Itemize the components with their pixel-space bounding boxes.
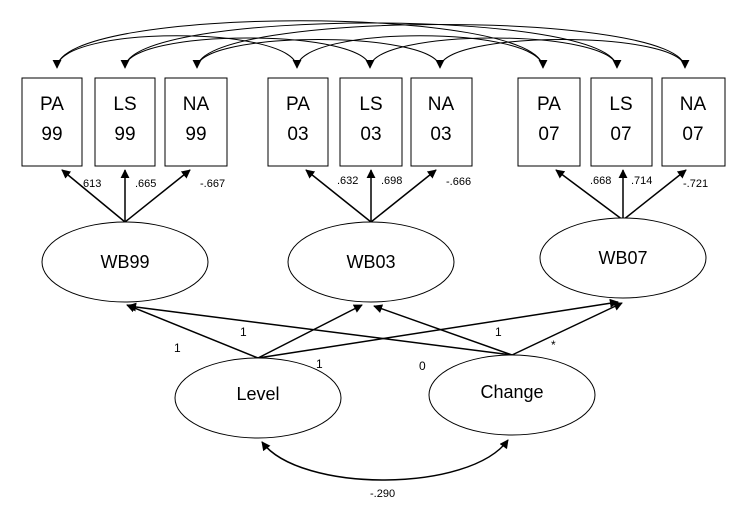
label-change-wb99: 0 xyxy=(419,359,426,373)
loading-arrow-na07 xyxy=(622,169,687,221)
loading-pa07: .668 xyxy=(590,175,611,187)
wb07-label: WB07 xyxy=(598,248,647,268)
loading-na03: -.666 xyxy=(446,176,471,188)
level-ellipse xyxy=(174,357,342,439)
na03-line2: 03 xyxy=(430,124,451,145)
loading-arrow-pa03 xyxy=(305,169,372,223)
box-na03 xyxy=(410,77,473,167)
arc-ls99-ls07 xyxy=(124,22,618,69)
pa03-line2: 03 xyxy=(287,124,308,145)
change-label: Change xyxy=(480,382,543,402)
ls07-line1: LS xyxy=(609,94,632,115)
covariance-label: -.290 xyxy=(370,488,395,500)
arc-ls99-ls03 xyxy=(120,37,375,69)
path-level-wb07 xyxy=(257,298,619,359)
arc-pa99-pa03 xyxy=(52,35,302,69)
label-level-wb07: 1 xyxy=(495,325,502,339)
loading-ls03: .698 xyxy=(381,175,402,187)
residual-covariance-arcs xyxy=(52,20,690,69)
loading-pa03: .632 xyxy=(337,175,358,187)
pa03-line1: PA xyxy=(286,94,310,115)
arc-na99-na07 xyxy=(196,24,686,69)
wb99-ellipse xyxy=(41,221,209,303)
label-change-wb07: * xyxy=(551,338,556,352)
growth-paths xyxy=(126,298,623,359)
na03-line1: NA xyxy=(428,94,455,115)
loading-arrow-na99 xyxy=(124,169,191,223)
loading-arrow-na03 xyxy=(370,169,437,223)
loading-na99: -.667 xyxy=(200,178,225,190)
box-ls07 xyxy=(590,77,653,167)
pa07-line2: 07 xyxy=(538,124,559,145)
na07-line2: 07 xyxy=(682,124,703,145)
pa07-line1: PA xyxy=(537,94,561,115)
loading-ls07: .714 xyxy=(631,175,652,187)
growth-path-labels: 1 0 1 1 1 * xyxy=(174,325,556,373)
na99-line1: NA xyxy=(183,94,210,115)
loading-arrows xyxy=(61,169,687,223)
loading-arrow-pa07 xyxy=(555,169,624,221)
ls03-line2: 03 xyxy=(360,124,381,145)
observed-boxes xyxy=(21,77,726,167)
wb03-label: WB03 xyxy=(346,252,395,272)
ls99-line1: LS xyxy=(113,94,136,115)
ls03-line1: LS xyxy=(359,94,382,115)
observed-labels: PA 99 LS 99 NA 99 PA 03 LS 03 NA 03 PA 0… xyxy=(40,94,706,145)
ls99-line2: 99 xyxy=(114,124,135,145)
arc-na03-na07 xyxy=(439,39,690,69)
growth-factors xyxy=(174,354,596,439)
path-change-wb99 xyxy=(127,302,513,356)
loading-pa99: .613 xyxy=(80,178,101,190)
arc-ls03-ls07 xyxy=(369,37,622,69)
label-change-wb03: 1 xyxy=(316,357,323,371)
covariance-level-change xyxy=(261,439,509,481)
box-pa03 xyxy=(267,77,329,167)
loading-arrow-pa99 xyxy=(61,169,126,223)
box-ls99 xyxy=(94,77,156,167)
box-na99 xyxy=(164,77,228,167)
label-level-wb03: 1 xyxy=(240,325,247,339)
na99-line2: 99 xyxy=(185,124,206,145)
box-pa07 xyxy=(517,77,581,167)
label-level-wb99: 1 xyxy=(174,341,181,355)
box-pa99 xyxy=(21,77,83,167)
arc-pa03-pa07 xyxy=(296,35,548,69)
arc-pa99-pa07 xyxy=(56,20,544,69)
box-ls03 xyxy=(339,77,403,167)
loading-ls99: .665 xyxy=(135,178,156,190)
wb07-ellipse xyxy=(539,217,707,299)
change-ellipse xyxy=(428,354,596,436)
path-change-wb03 xyxy=(373,304,513,356)
level-label: Level xyxy=(236,384,279,404)
latent-wb xyxy=(41,217,707,303)
box-na07 xyxy=(661,77,726,167)
pa99-line2: 99 xyxy=(41,124,62,145)
loading-labels: .613 .665 -.667 .632 .698 -.666 .668 .71… xyxy=(80,175,708,190)
wb99-label: WB99 xyxy=(100,252,149,272)
latent-wb-labels: WB99 WB03 WB07 xyxy=(100,248,647,272)
path-level-wb03 xyxy=(257,304,363,359)
wb03-ellipse xyxy=(287,221,455,303)
loading-na07: -.721 xyxy=(683,178,708,190)
arc-na99-na03 xyxy=(192,39,445,69)
growth-factor-labels: Level Change xyxy=(236,382,543,404)
pa99-line1: PA xyxy=(40,94,64,115)
path-change-wb07 xyxy=(511,302,623,356)
path-level-wb99 xyxy=(126,303,259,359)
ls07-line2: 07 xyxy=(610,124,631,145)
na07-line1: NA xyxy=(680,94,707,115)
